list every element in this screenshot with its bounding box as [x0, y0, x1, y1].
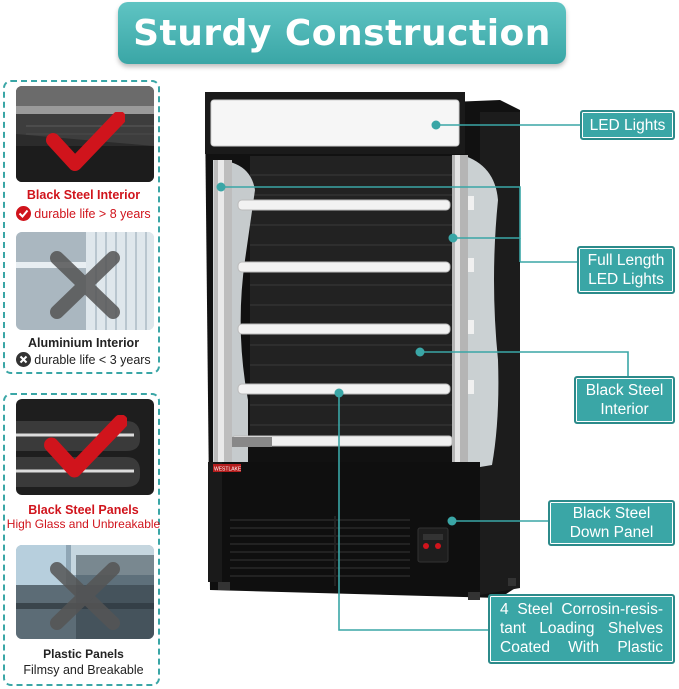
callout-interior-line2: Interior: [600, 401, 649, 418]
x-mark-icon: [50, 251, 120, 319]
callout-black-steel-down-panel: Black Steel Down Panel: [548, 500, 675, 546]
page-title: Sturdy Construction: [133, 12, 551, 54]
callout-shelves-line2: tant Loading Shelves: [500, 620, 663, 637]
good-panel-note: High Glass and Unbreakable: [6, 517, 161, 531]
callout-down-panel-line1: Black Steel: [572, 505, 651, 522]
check-mark-icon: [46, 112, 125, 171]
title-banner: Sturdy Construction: [118, 2, 566, 64]
plastic-panel-photo: [16, 545, 154, 639]
bad-interior-note-text: durable life < 3 years: [34, 353, 151, 367]
good-interior-note-text: durable life > 8 years: [34, 207, 151, 221]
x-circle-icon: [16, 352, 32, 367]
callout-full-length-line2: LED Lights: [588, 271, 664, 288]
check-circle-icon: [16, 206, 32, 221]
callout-led-lights-text: LED Lights: [589, 116, 666, 134]
good-interior-title: Black Steel Interior: [26, 188, 141, 202]
callout-full-length-led: Full Length LED Lights: [577, 246, 675, 294]
bad-panel-note: Filmsy and Breakable: [23, 663, 144, 677]
callout-interior-line1: Black Steel: [585, 382, 664, 399]
bad-interior-note: durable life < 3 years: [1, 352, 166, 368]
callout-shelves-line1: 4 Steel Corrosin-resis-: [500, 601, 663, 618]
bad-panel-title: Plastic Panels: [43, 647, 124, 661]
panel-comparison-panel: Black Steel Panels High Glass and Unbrea…: [3, 393, 160, 686]
black-steel-interior-photo: [16, 86, 154, 182]
callout-shelves-line3: Coated With Plastic: [500, 639, 663, 656]
callout-black-steel-interior: Black Steel Interior: [574, 376, 675, 424]
callout-steel-shelves: 4 Steel Corrosin-resis- tant Loading She…: [488, 594, 675, 664]
check-mark-icon: [44, 415, 127, 478]
callout-full-length-line1: Full Length: [587, 252, 665, 269]
brand-plate: WESTLAKE: [214, 467, 242, 473]
callout-led-lights: LED Lights: [580, 110, 675, 140]
interior-comparison-panel: Black Steel Interior durable life > 8 ye…: [3, 80, 160, 374]
good-interior-note: durable life > 8 years: [1, 206, 166, 222]
good-panel-title: Black Steel Panels: [28, 503, 139, 517]
x-mark-icon: [50, 562, 120, 630]
callout-down-panel-line2: Down Panel: [569, 524, 654, 541]
bad-interior-title: Aluminium Interior: [27, 336, 140, 350]
